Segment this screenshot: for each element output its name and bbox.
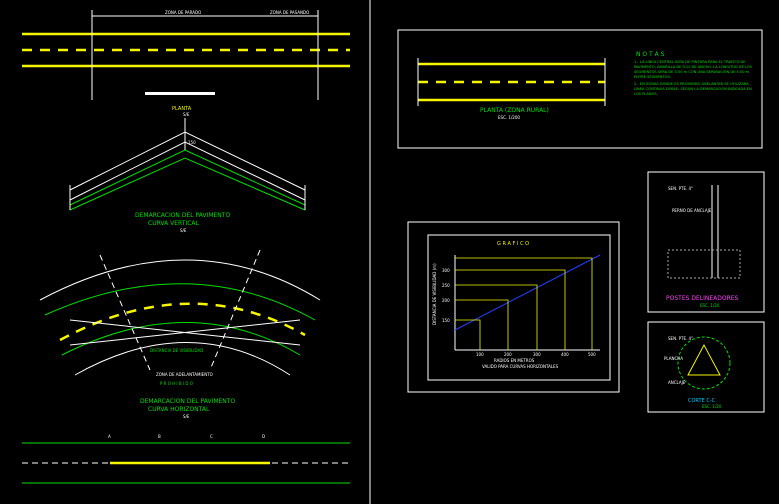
vertical-curve-profile: 150 DEMARCACION DEL PAVIMENTO CURVA VERT… bbox=[69, 118, 306, 233]
note-2: 2.- EN ZONAS DONDE ES PROHIBIDO ADELANTA… bbox=[634, 82, 752, 96]
note-1: 1.- LA LINEA CENTRAL SERA DE PINTURA PAR… bbox=[634, 60, 752, 79]
graph-frame: G R A F I C O 300 250 200 150 100 200 30… bbox=[407, 221, 620, 393]
vertical-curve-title-1: DEMARCACION DEL PAVIMENTO bbox=[135, 212, 230, 219]
y-tick-300: 300 bbox=[442, 268, 450, 273]
notes-title: N O T A S bbox=[636, 51, 665, 58]
graph-title: G R A F I C O bbox=[497, 241, 529, 247]
post-label-top: SEN. PTE. 4" bbox=[668, 186, 693, 191]
horizontal-curve-title-1: DEMARCACION DEL PAVIMENTO bbox=[140, 398, 235, 405]
section-label-3: ANCLAJE bbox=[668, 380, 686, 385]
prohibited-label: P R O H I B I D O bbox=[160, 381, 193, 386]
vertical-curve-dimension: 150 bbox=[188, 140, 196, 145]
marker-a: A bbox=[108, 434, 111, 439]
vertical-curve-scale: S/E bbox=[180, 228, 187, 233]
x-tick-100: 100 bbox=[476, 352, 484, 357]
zone-a-label: ZONA DE PARADO bbox=[165, 10, 201, 15]
post-detail: SEN. PTE. 4" PERNO DE ANCLAJE POSTES DEL… bbox=[647, 171, 765, 313]
horizontal-curve-title-2: CURVA HORIZONTAL bbox=[148, 406, 210, 413]
x-tick-400: 400 bbox=[561, 352, 569, 357]
visibility-distance-label: DISTANCIA DE VISIBILIDAD bbox=[150, 348, 203, 353]
x-label-2: VALIDO PARA CURVAS HORIZONTALES bbox=[482, 364, 559, 369]
y-tick-200: 200 bbox=[442, 298, 450, 303]
y-tick-250: 250 bbox=[442, 283, 450, 288]
top-plan-title: PLANTA bbox=[172, 106, 192, 112]
top-plan-view: ZONA DE PARADO ZONA DE PASANDO PLANTA S/… bbox=[22, 10, 350, 117]
rural-plan-frame: PLANTA (ZONA RURAL) ESC. 1/200 N O T A S bbox=[397, 29, 763, 149]
notes-block: 1.- LA LINEA CENTRAL SERA DE PINTURA PAR… bbox=[634, 60, 752, 96]
x-tick-300: 300 bbox=[533, 352, 541, 357]
section-scale: ESC. 1/20 bbox=[702, 404, 722, 409]
y-tick-150: 150 bbox=[442, 318, 450, 323]
marker-b: B bbox=[158, 434, 161, 439]
marker-c: C bbox=[210, 434, 213, 439]
post-title: POSTES DELINEADORES bbox=[666, 295, 739, 302]
section-title: CORTE C-C bbox=[688, 398, 716, 404]
zone-b-label: ZONA DE PASANDO bbox=[270, 10, 309, 15]
x-label-1: RADIOS EN METROS bbox=[494, 358, 535, 363]
section-label-1: SEN. PTE. 4" bbox=[668, 336, 693, 341]
rural-plan-title: PLANTA (ZONA RURAL) bbox=[480, 107, 549, 114]
bottom-plan-view: A B C D bbox=[22, 434, 350, 484]
x-tick-500: 500 bbox=[588, 352, 596, 357]
horizontal-curve-plan: DISTANCIA DE VISIBILIDAD ZONA DE ADELANT… bbox=[39, 249, 321, 419]
vertical-curve-title-2: CURVA VERTICAL bbox=[148, 220, 200, 227]
post-label-mid: PERNO DE ANCLAJE bbox=[672, 208, 712, 213]
marker-d: D bbox=[262, 434, 265, 439]
rural-plan-scale: ESC. 1/200 bbox=[498, 115, 520, 120]
section-detail: SEN. PTE. 4" PLANCHA ANCLAJE CORTE C-C E… bbox=[647, 321, 765, 413]
top-plan-scale: S/E bbox=[183, 112, 190, 117]
y-label: DISTANCIA DE VISIBILIDAD (m) bbox=[432, 263, 437, 325]
x-tick-200: 200 bbox=[504, 352, 512, 357]
section-label-2: PLANCHA bbox=[664, 356, 683, 361]
overtaking-zone-label: ZONA DE ADELANTAMIENTO bbox=[156, 372, 213, 377]
horizontal-curve-scale: S/E bbox=[183, 414, 190, 419]
post-scale: ESC. 1/20 bbox=[700, 303, 720, 308]
